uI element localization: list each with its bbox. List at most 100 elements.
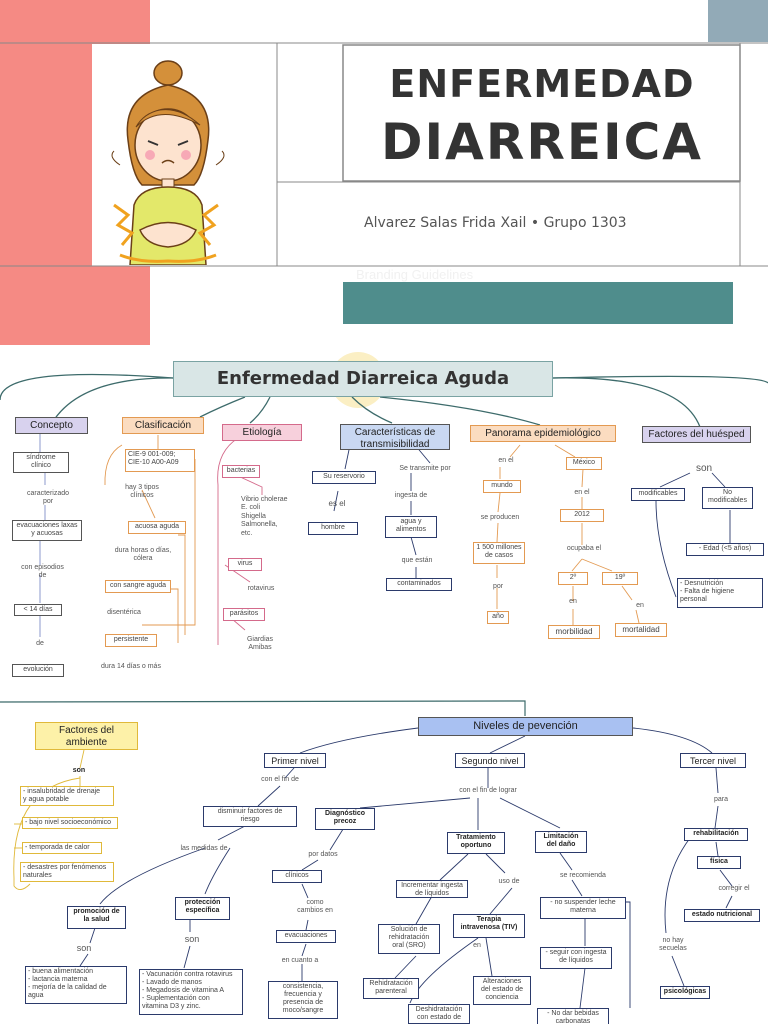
clasificacion-tipos-label: hay 3 tipos clínicos [125,484,159,500]
etiologia-rotavirus-label: rotavirus [247,585,275,592]
transmision-que-estan-label: que están [401,557,433,564]
panorama-en-el-2-label: en el [574,489,590,496]
primer-disminuir: disminuir factores de riesgo [203,806,297,827]
tercer-rehabilitacion: rehabilitación [684,828,748,841]
primer-proteccion-list: - Vacunación contra rotavirus - Lavado d… [139,969,243,1015]
etiologia-bacterias: bacterias [222,465,260,478]
clasificacion-dura-horas-label: dura horas o días, cólera [114,547,172,563]
segundo-diagnostico: Diagnóstico precoz [315,808,375,830]
concepto-header: Concepto [15,417,88,434]
concepto-evolucion: evolución [12,664,64,677]
tercer-fisica: física [697,856,741,869]
etiologia-virus: virus [228,558,262,571]
tercer-para-label: para [713,796,728,803]
etiologia-parasitos-list: Giardias Amibas [246,636,274,652]
niveles-prevencion-header: Niveles de pevención [418,717,633,736]
panorama-2012: 2012 [560,509,604,522]
concepto-de-label: de [36,640,44,647]
etiologia-header: Etiología [222,424,302,441]
ghost-watermark-text: Branding Guidelines [356,267,474,282]
tercer-psicologicas: psicológicas [660,986,710,999]
huesped-desnutricion: - Desnutrición - Falta de higiene person… [677,578,763,608]
tercer-nivel-header: Tercer nivel [680,753,746,768]
clasificacion-dura-14-label: dura 14 días o más [101,663,161,670]
tercer-corregir-label: corregir el [718,885,750,892]
ambiente-item-calor: - temporada de calor [22,842,102,854]
huesped-son-label: son [695,463,713,474]
segundo-solucion: Solución de rehidratación oral (SRO) [378,924,440,954]
segundo-evacuaciones: evacuaciones [276,930,336,943]
panorama-en-el-label: en el [498,457,514,464]
primer-son-2-label: son [184,934,200,944]
concepto-episodios-label: con episodios de [21,564,64,580]
panorama-mundo: mundo [483,480,521,493]
tercer-no-hay-label: no hay secuelas [659,937,687,953]
main-concept-title: Enfermedad Diarreica Aguda [173,361,553,397]
segundo-tratamiento: Tratamiento oportuno [447,832,505,854]
segundo-lograr-label: con el fin de lograr [459,787,517,794]
transmision-ingesta-label: ingesta de [394,492,428,499]
girl-stomachache-illustration [111,60,225,265]
primer-promocion: promoción de la salud [67,906,126,929]
segundo-en-label: en [473,942,481,949]
segundo-recomienda-label: se recomienda [560,872,606,879]
ambiente-item-socioeconomico: - bajo nivel socioeconómico [22,817,118,829]
segundo-deshidratacion: Deshidratación con estado de [408,1004,470,1024]
segundo-cuanto-label: en cuanto a [281,957,319,964]
huesped-modificables: modificables [631,488,685,501]
huesped-edad: - Edad (<5 años) [686,543,764,556]
clasificacion-header: Clasificación [122,417,204,434]
panorama-millones: 1 500 millones de casos [473,542,525,564]
segundo-clinicos: clínicos [272,870,322,883]
panorama-mortalidad: mortalidad [615,623,667,637]
segundo-no-suspender: - no suspender leche materna [540,897,626,919]
slate-corner-block [708,0,768,42]
title-line-1: ENFERMEDAD [389,62,695,106]
segundo-rehidratacion: Rehidratación parenteral [363,978,419,999]
concepto-sindrome: síndrome clínico [13,452,69,473]
teal-accent-bar [343,282,733,324]
ambiente-son-label: son [72,767,86,774]
header-frame [0,42,768,267]
concepto-evacuaciones: evacuaciones laxas y acuosas [12,520,82,541]
primer-nivel-header: Primer nivel [264,753,326,768]
segundo-seguir: - seguir con ingesta de líquidos [540,947,612,969]
panorama-header: Panorama epidemiológico [470,425,616,442]
transmision-header: Características de transmisibilidad [340,424,450,450]
concepto-dias: < 14 días [14,604,62,616]
transmision-agua: agua y alimentos [385,516,437,538]
segundo-datos-label: por datos [308,851,338,858]
primer-medidas-label: las medidas de [180,845,228,852]
primer-promocion-list: - buena alimentación - lactancia materna… [25,966,127,1004]
panorama-por-label: por [492,583,504,590]
panorama-19th: 19º [602,572,638,585]
panorama-se-producen-label: se producen [480,514,520,521]
etiologia-bacterias-list: Vibrio cholerae E. coli Shigella Salmone… [241,496,288,537]
segundo-cambios-label: como cambios en [297,899,333,915]
clasificacion-cie: CIE-9 001-009; CIE-10 A00-A09 [125,449,195,472]
title-line-2: DIARREICA [381,113,703,171]
segundo-no-dar: - No dar bebidas carbonatas [537,1008,609,1024]
tercer-estado-nutricional: estado nutricional [684,909,760,922]
transmision-es-el-label: es el [328,499,346,508]
transmision-hombre: hombre [308,522,358,535]
transmision-contaminados: contaminados [386,578,452,591]
panorama-anio: año [487,611,509,624]
panorama-morbilidad: morbilidad [548,625,600,639]
panorama-ocupaba-label: ocupaba el [566,545,602,552]
panorama-2nd: 2º [558,572,588,585]
ambiente-item-desastres: - desastres por fenómenos naturales [20,862,114,882]
clasificacion-disenterica-label: disentérica [107,609,141,616]
etiologia-parasitos: parásitos [223,608,265,621]
primer-son-1-label: son [76,943,92,953]
segundo-uso-label: uso de [498,878,520,885]
segundo-terapia: Terapia intravenosa (TIV) [453,914,525,938]
transmision-reservorio: Su reservorio [312,471,376,484]
huesped-no-modificables: No modificables [702,487,753,509]
ambiente-header: Factores del ambiente [35,722,138,750]
author-line: Alvarez Salas Frida Xail • Grupo 1303 [364,215,627,231]
transmision-transmite-label: Se transmite por [399,465,451,472]
primer-fin-label: con el fin de [261,776,299,783]
huesped-header: Factores del huésped [642,426,751,443]
segundo-limitacion: Limitación del daño [535,831,587,853]
